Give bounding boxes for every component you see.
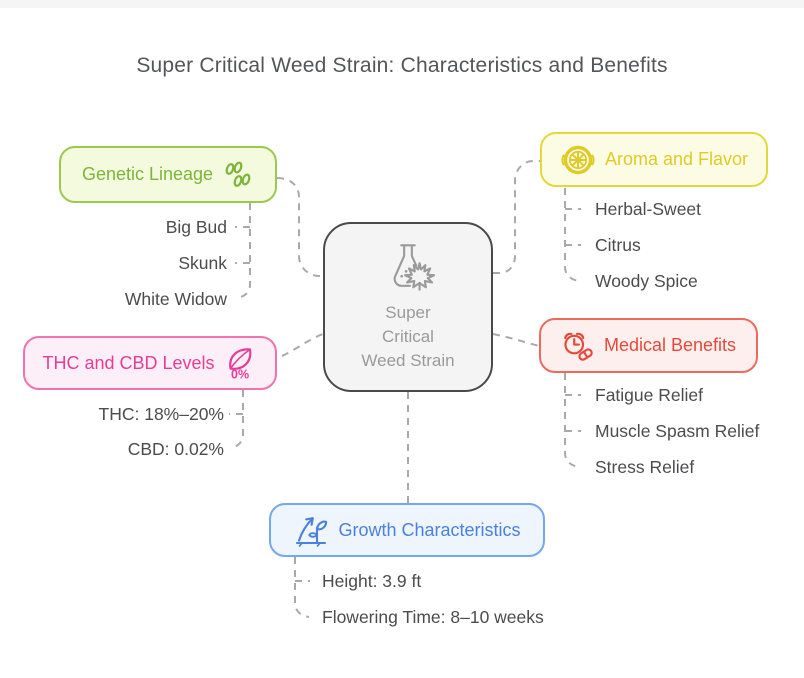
center-label-line: Critical: [382, 327, 434, 346]
list-item-genetic-0: Big Bud: [165, 217, 227, 237]
list-item-medical-2: Stress Relief: [595, 457, 695, 477]
list-item-aroma-2: Woody Spice: [595, 271, 698, 291]
node-thc-label: THC and CBD Levels: [42, 352, 215, 373]
node-genetic-label: Genetic Lineage: [81, 164, 214, 184]
node-growth-characteristics: Growth Characteristics: [269, 503, 545, 557]
list-item-genetic-2: White Widow: [124, 289, 227, 309]
node-thc-cbd-levels: THC and CBD Levels 0%: [23, 336, 277, 390]
svg-text:0%: 0%: [231, 368, 249, 382]
list-item-medical-0: Fatigue Relief: [595, 385, 703, 405]
citrus-slice-icon: [560, 142, 596, 178]
list-item-genetic-1: Skunk: [178, 253, 227, 273]
connector-aroma-items: [564, 188, 581, 282]
node-medical-benefits: Medical Benefits: [539, 318, 758, 373]
node-growth-label: Growth Characteristics: [338, 519, 521, 540]
flask-cannabis-icon: [378, 241, 438, 295]
center-label-line: Super: [385, 303, 431, 322]
list-item-thc-1: CBD: 0.02%: [127, 439, 224, 459]
page-title: Super Critical Weed Strain: Characterist…: [136, 54, 668, 77]
connector-medical-items: [564, 373, 581, 468]
connector-growth-items: [294, 557, 310, 618]
leaf-percent-icon: 0%: [224, 345, 258, 381]
top-strip: [0, 0, 804, 8]
list-item-growth-1: Flowering Time: 8–10 weeks: [322, 607, 544, 627]
list-item-aroma-0: Herbal-Sweet: [595, 199, 702, 219]
list-item-thc-0: THC: 18%–20%: [98, 404, 224, 424]
list-item-medical-1: Muscle Spasm Relief: [595, 421, 760, 441]
connector-genetic-items: [235, 203, 251, 299]
connector-genetic-center: [276, 177, 323, 277]
connector-thc-items: [229, 390, 244, 449]
center-node-label: Super Critical Weed Strain: [361, 301, 454, 373]
connector-thc-center: [281, 333, 324, 357]
list-item-growth-0: Height: 3.9 ft: [322, 571, 422, 591]
center-label-line: Weed Strain: [361, 351, 455, 370]
node-aroma-label: Aroma and Flavor: [604, 149, 749, 169]
center-node: Super Critical Weed Strain: [323, 222, 493, 392]
alarm-clock-pill-icon: [561, 330, 595, 362]
node-medical-label: Medical Benefits: [603, 335, 737, 355]
list-item-aroma-1: Citrus: [595, 235, 641, 255]
seeds-icon: [222, 161, 254, 189]
node-aroma-flavor: Aroma and Flavor: [540, 132, 768, 187]
sprout-growth-arrow-icon: [293, 512, 329, 548]
node-genetic-lineage: Genetic Lineage: [59, 146, 277, 203]
connector-center-medical: [492, 333, 540, 347]
connector-center-aroma: [493, 160, 540, 274]
